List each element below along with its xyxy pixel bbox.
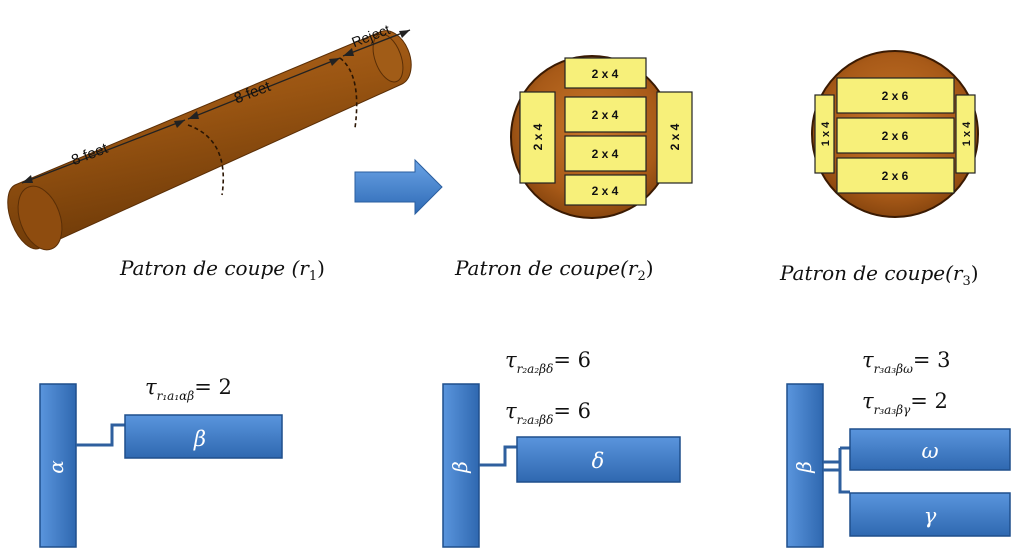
tau-equation: τr₂a₃βδ= 6 xyxy=(505,399,591,427)
board-label: 2 x 4 xyxy=(592,67,619,81)
log-far-end xyxy=(372,33,404,83)
transform-arrow-icon xyxy=(354,158,443,216)
board xyxy=(955,94,976,174)
dim-arrowhead xyxy=(174,120,185,128)
dim-arrowhead xyxy=(188,111,199,119)
caption-r1: Patron de coupe (r1) xyxy=(119,256,325,284)
board xyxy=(656,91,693,184)
board-label: 2 x 6 xyxy=(882,169,909,183)
child-label: δ xyxy=(592,449,605,473)
diagram-1: τr₁a₁αβ= 2 α β xyxy=(39,375,283,548)
parent-label: β xyxy=(792,461,816,474)
dim-arrowhead xyxy=(399,30,410,38)
board-label: 2 x 6 xyxy=(882,129,909,143)
board-label: 2 x 4 xyxy=(592,147,619,161)
dim-arrowhead xyxy=(22,175,33,183)
pattern-r2: 2 x 4 2 x 4 2 x 4 2 x 4 2 x 4 2 x 4 xyxy=(510,55,693,219)
board xyxy=(564,135,647,172)
board xyxy=(564,174,647,206)
board xyxy=(814,94,835,174)
child-label: ω xyxy=(921,439,938,463)
dim-arrowhead xyxy=(329,58,340,66)
log-end-cap xyxy=(17,185,63,251)
tau-equation: τr₁a₁αβ= 2 xyxy=(145,375,232,403)
tau-equation: τr₂a₂βδ= 6 xyxy=(505,348,591,376)
board-label: 2 x 4 xyxy=(592,108,619,122)
log-body xyxy=(7,30,412,250)
diagram-3: τr₃a₃βω= 3 τr₃a₃βγ= 2 β ω γ xyxy=(786,348,1011,548)
parent-label: β xyxy=(448,461,472,474)
cut-line-2 xyxy=(339,57,358,129)
caption-r2: Patron de coupe(r2) xyxy=(454,256,654,284)
board-label: 2 x 4 xyxy=(592,184,619,198)
connector xyxy=(838,448,850,494)
dim-arrow-2 xyxy=(187,57,341,120)
dim-arrow-3 xyxy=(342,29,411,57)
board xyxy=(836,77,955,114)
pattern-r3: 2 x 6 2 x 6 2 x 6 1 x 4 1 x 4 xyxy=(811,50,979,218)
board-label: 2 x 4 xyxy=(531,123,545,150)
child-bar xyxy=(516,436,681,483)
cut-line-1 xyxy=(187,124,224,196)
parent-label: α xyxy=(44,460,68,474)
child-label: β xyxy=(193,427,206,451)
caption-r3: Patron de coupe(r3) xyxy=(779,261,979,289)
log-illustration: 8 feet 8 feet Reject xyxy=(7,21,412,251)
tau-equation: τr₃a₃βω= 3 xyxy=(862,348,951,376)
connector xyxy=(76,423,125,447)
child-bar xyxy=(849,428,1011,471)
dim-arrow-1 xyxy=(21,119,186,184)
child-bar xyxy=(124,414,283,459)
board xyxy=(564,57,647,89)
diagram-2: τr₂a₂βδ= 6 τr₂a₃βδ= 6 β δ xyxy=(442,348,681,548)
board-label: 2 x 4 xyxy=(668,123,682,150)
dim-arrowhead xyxy=(343,48,354,56)
tau-equation: τr₃a₃βγ= 2 xyxy=(862,389,948,417)
parent-bar xyxy=(39,383,77,548)
board-label: 1 x 4 xyxy=(820,121,832,146)
parent-bar xyxy=(786,383,824,548)
child-bar xyxy=(849,492,1011,537)
board xyxy=(564,96,647,133)
board-label: 2 x 6 xyxy=(882,89,909,103)
board xyxy=(836,157,955,194)
board-label: 1 x 4 xyxy=(961,121,973,146)
board xyxy=(519,91,556,184)
connector xyxy=(479,445,517,467)
child-label: γ xyxy=(924,504,937,528)
board xyxy=(836,117,955,154)
